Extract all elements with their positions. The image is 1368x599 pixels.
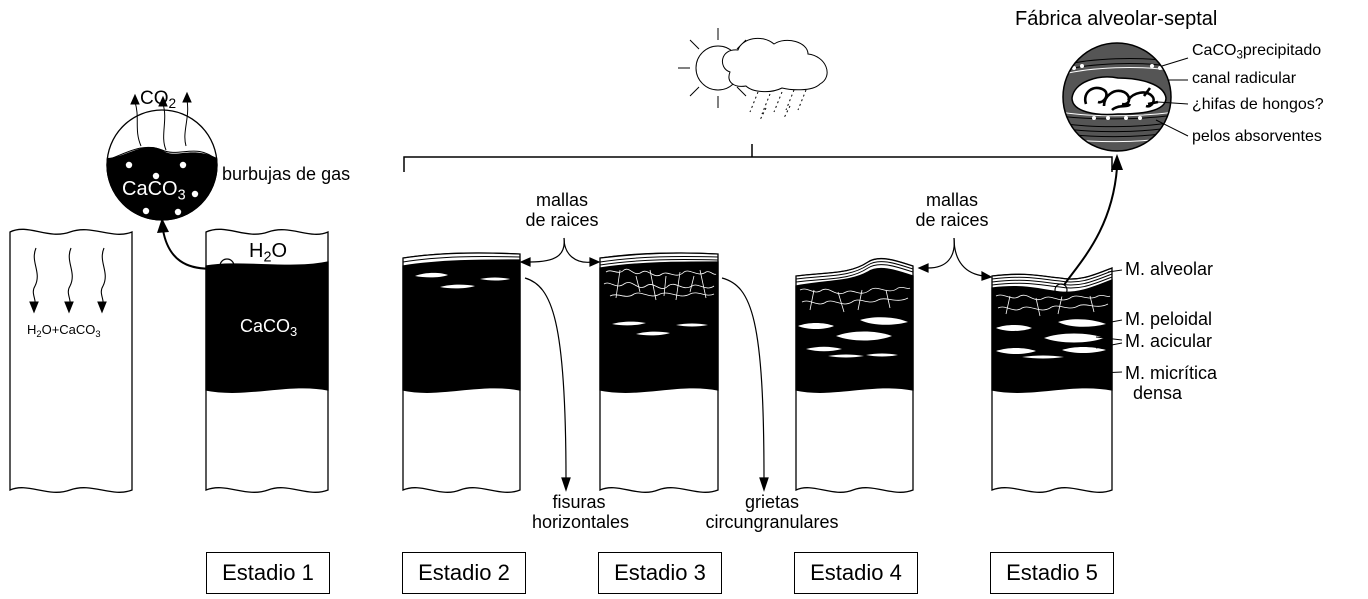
solution-label: H2O+CaCO3 <box>27 322 101 339</box>
stage-label-4: Estadio 4 <box>794 552 918 594</box>
co2-label: CO2 <box>140 88 177 112</box>
arrow-to-bubble <box>157 218 221 270</box>
column-stage1 <box>205 228 329 493</box>
column-stage5 <box>991 267 1113 493</box>
facies-alveolar: M. alveolar <box>1125 259 1214 279</box>
root-hairs-label: pelos absorventes <box>1192 128 1322 145</box>
column-stage2 <box>402 252 521 493</box>
facies-leaders <box>1095 269 1123 374</box>
inset-leaders <box>1155 57 1189 137</box>
horizontal-fissures <box>415 272 510 289</box>
stage-label-3: Estadio 3 <box>598 552 722 594</box>
caco3-bubble-label: CaCO3 <box>122 178 186 204</box>
caco3-precip-label: CaCO3precipitado <box>1192 42 1322 62</box>
hyphae <box>1083 86 1159 112</box>
peloidal-layer-5 <box>996 319 1106 331</box>
down-arrows <box>29 247 107 314</box>
rain-icon <box>749 89 807 121</box>
fissure-arrows <box>524 277 769 492</box>
facies-acicular: M. acicular <box>1125 331 1213 351</box>
stage-label-2: Estadio 2 <box>402 552 526 594</box>
bracket <box>403 144 1113 172</box>
cloud-icon <box>722 37 828 93</box>
gas-bubble-inset <box>106 91 218 221</box>
water-label: H2O <box>249 240 288 266</box>
column-stage3 <box>599 252 719 493</box>
column-stage4 <box>795 258 914 493</box>
circumgranular-cracks <box>603 268 717 301</box>
acicular-layer <box>996 333 1106 359</box>
stage-label-5: Estadio 5 <box>990 552 1114 594</box>
alveolar-septal-inset <box>1062 42 1189 152</box>
fungal-hyphae-label: ¿hifas de hongos? <box>1192 96 1324 113</box>
stage-label-1: Estadio 1 <box>206 552 330 594</box>
caco3-core-label: CaCO3 <box>240 316 298 339</box>
bubble-marker <box>219 258 235 274</box>
root-canal <box>1071 76 1167 116</box>
inset-marker <box>1054 283 1068 297</box>
root-canal-label: canal radicular <box>1192 70 1297 87</box>
root-mat-arrows <box>519 237 993 281</box>
climate-icon <box>678 28 828 121</box>
arrow-to-inset <box>1063 154 1123 286</box>
facies-peloidal: M. peloidal <box>1125 309 1213 329</box>
co2-arrows <box>130 91 192 151</box>
peloidal-layer <box>798 317 908 329</box>
column-stage1-solution <box>9 228 133 493</box>
gas-bubbles-label: burbujas de gas <box>222 164 351 184</box>
diagram-title: Fábrica alveolar-septal <box>1015 8 1218 30</box>
